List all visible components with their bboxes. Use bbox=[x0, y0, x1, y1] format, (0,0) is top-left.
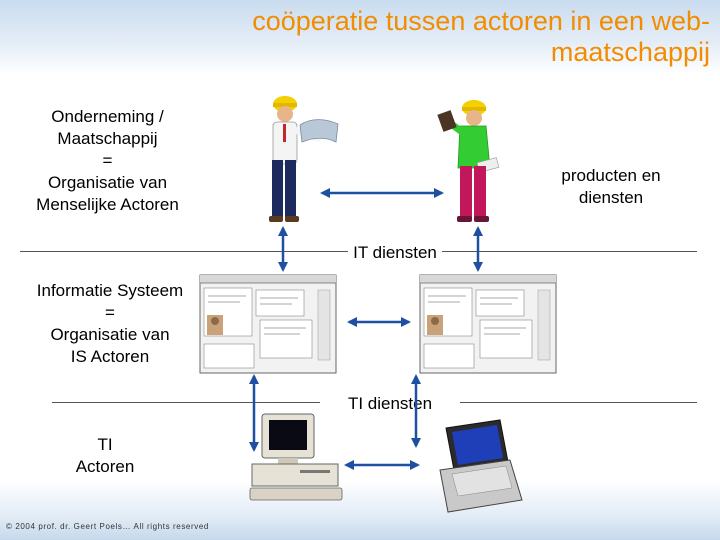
application-window-right-icon bbox=[420, 275, 556, 373]
worker-right-icon bbox=[437, 100, 499, 222]
copyright-notice: © 2004 prof. dr. Geert Poels… All rights… bbox=[6, 522, 209, 531]
application-window-left-icon bbox=[200, 275, 336, 373]
laptop-icon bbox=[440, 420, 522, 512]
worker-left-icon bbox=[269, 96, 338, 222]
desktop-computer-icon bbox=[250, 414, 342, 500]
